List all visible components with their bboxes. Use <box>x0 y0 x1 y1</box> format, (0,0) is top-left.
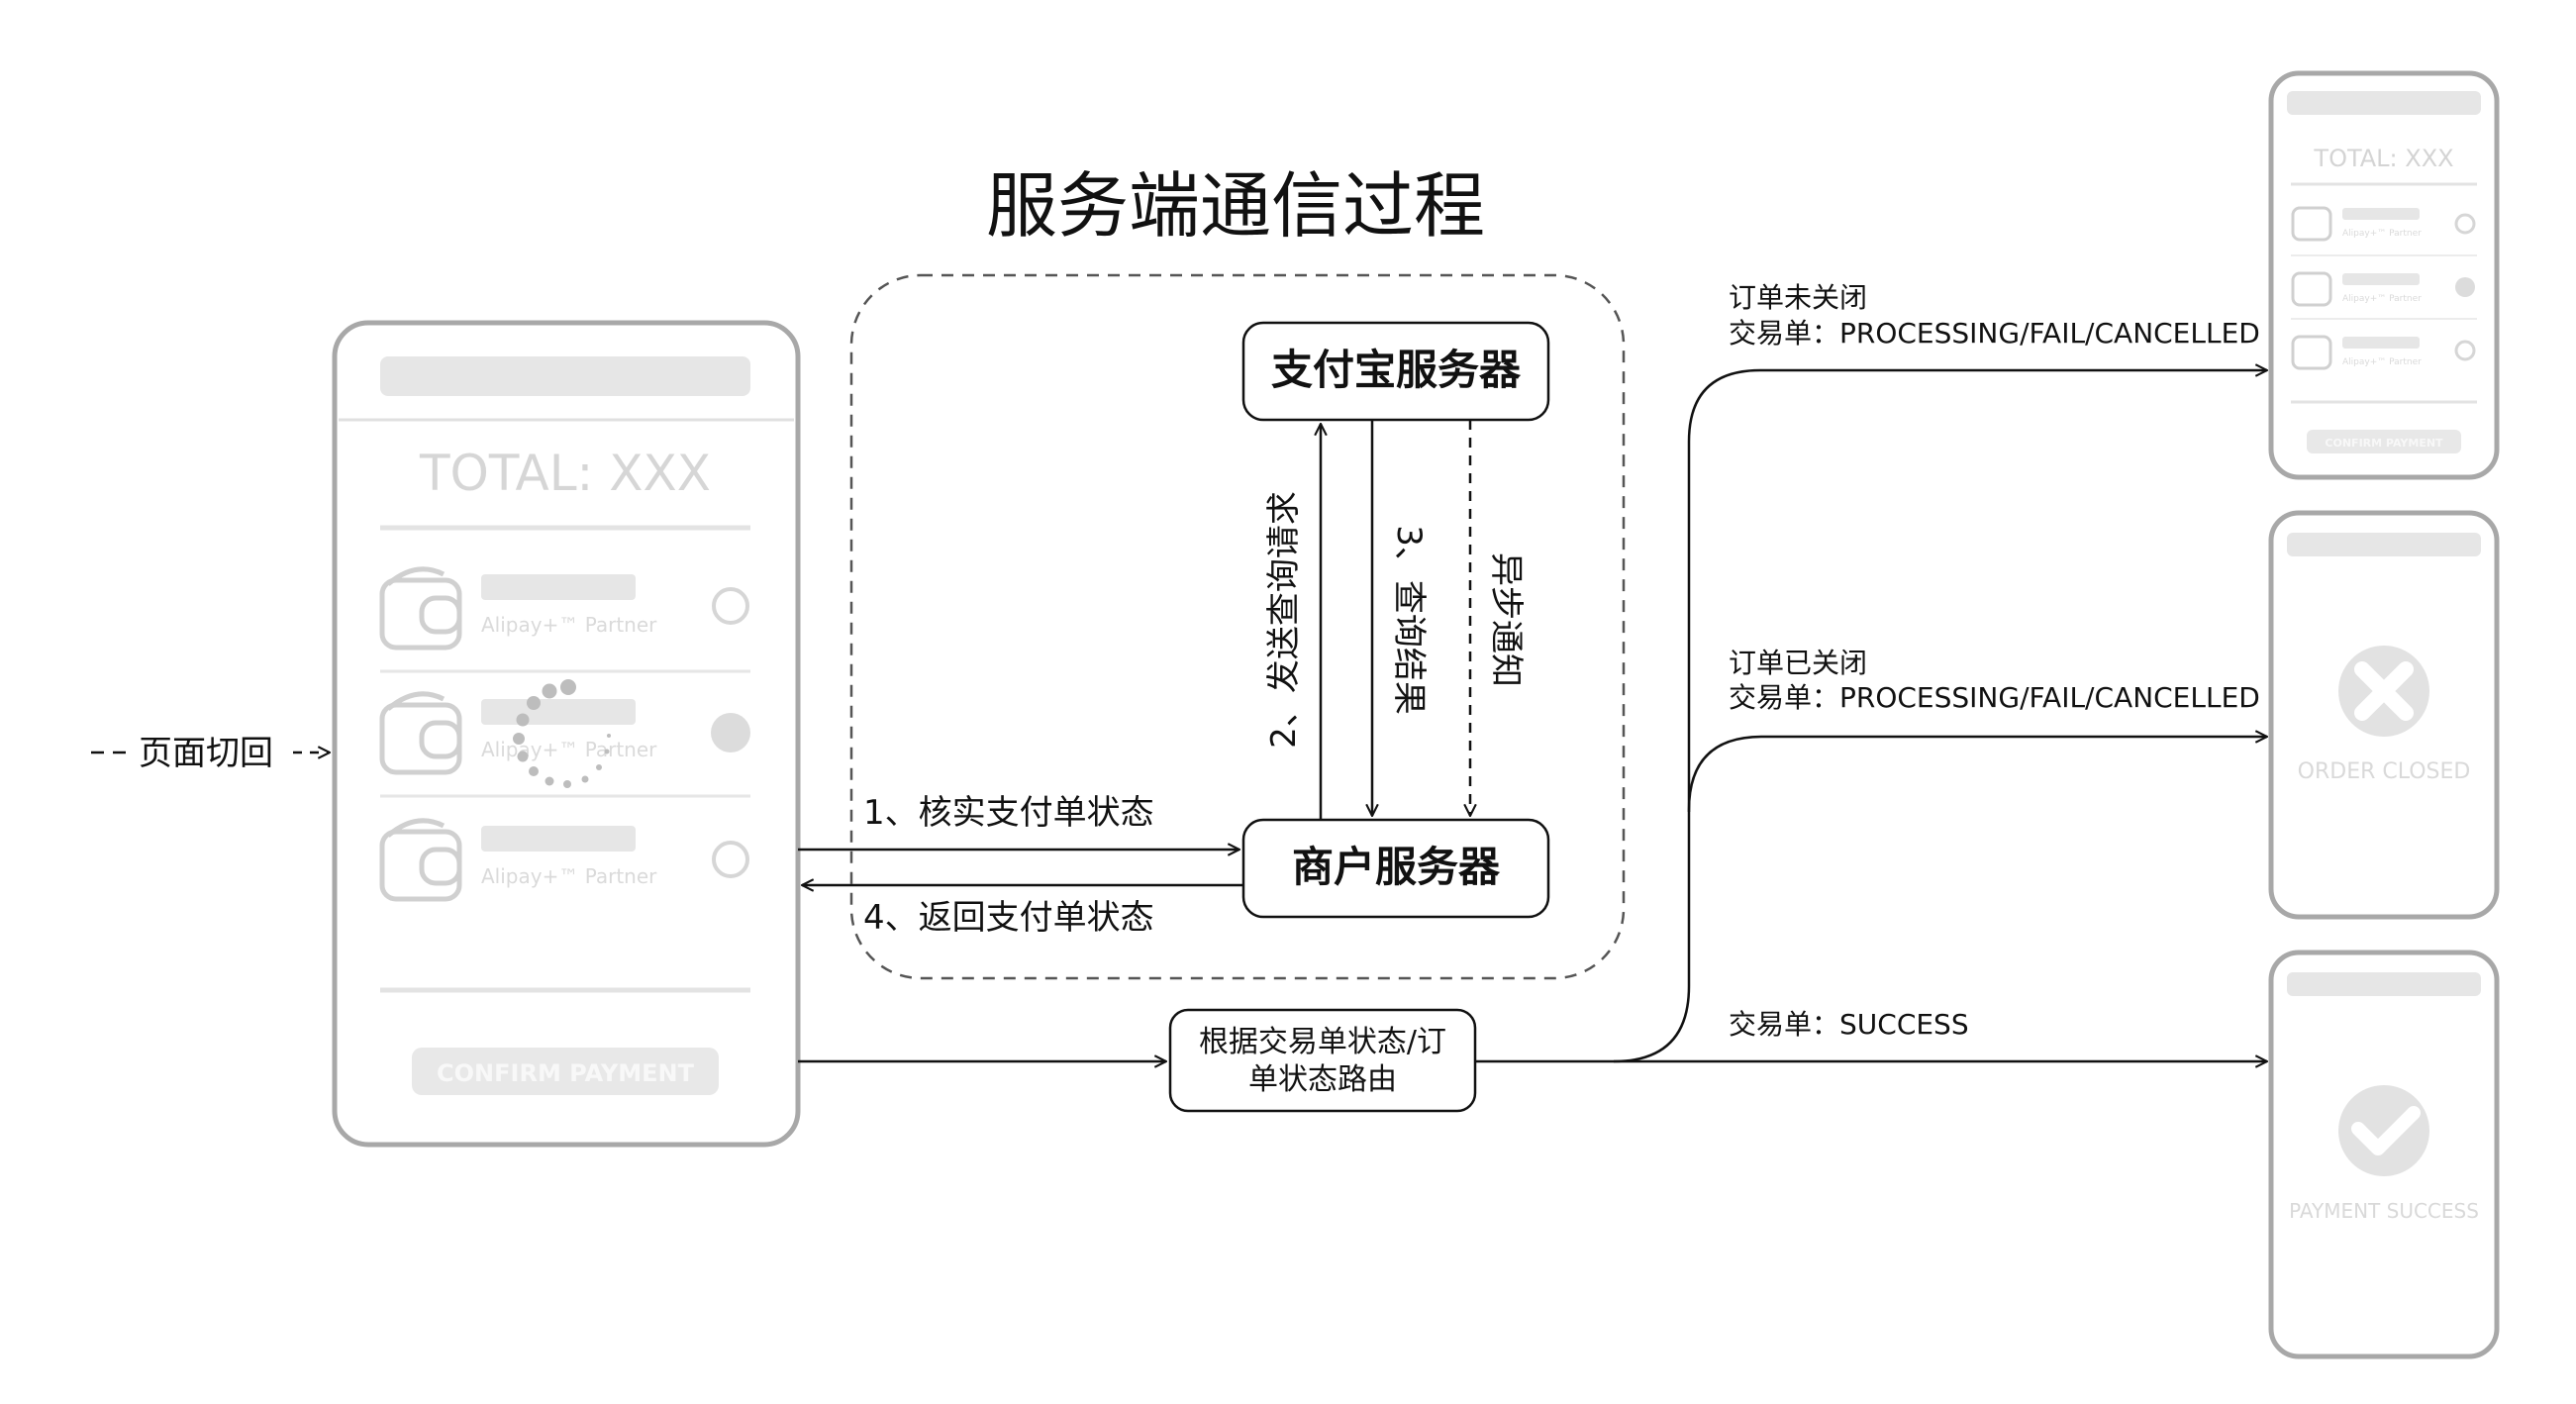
small-partner: Alipay+™ Partner <box>2342 229 2422 239</box>
page-switch-back-label: 页面切回 <box>91 734 330 773</box>
router-label-line1: 根据交易单状态/订 <box>1199 1025 1446 1059</box>
phone-payment-success: PAYMENT SUCCESS <box>2268 950 2500 1359</box>
router-label-line2: 单状态路由 <box>1248 1062 1397 1097</box>
step3-label: 3、查询结果 <box>1389 525 1429 715</box>
branch-success-line1: 交易单：SUCCESS <box>1729 1008 1969 1041</box>
phone-order-open: TOTAL: XXX Alipay+™ Partner Alipay+™ Par… <box>2268 70 2500 480</box>
payment-success-status: PAYMENT SUCCESS <box>2289 1199 2479 1223</box>
branch-open-path <box>1475 370 2267 1063</box>
wallet-radio-2-selected[interactable] <box>711 713 750 752</box>
branch-closed-path <box>1687 737 2267 812</box>
branch-closed-line1: 订单已关闭 <box>1729 647 1867 679</box>
small-partner: Alipay+™ Partner <box>2342 357 2422 367</box>
close-circle-icon <box>2338 646 2429 737</box>
server-side-container <box>849 273 1626 980</box>
step4-label: 4、返回支付单状态 <box>863 898 1154 938</box>
merchant-server-box <box>1241 818 1550 919</box>
total-amount: TOTAL: XXX <box>419 445 711 502</box>
alipay-server-box <box>1241 321 1550 422</box>
wallet-partner-label: Alipay+™ Partner <box>481 864 657 888</box>
branch-open-line1: 订单未关闭 <box>1729 281 1867 314</box>
wallet-partner-label: Alipay+™ Partner <box>481 738 657 761</box>
async-notify-label: 异步通知 <box>1486 552 1526 687</box>
branch-closed-line2: 交易单：PROCESSING/FAIL/CANCELLED <box>1729 681 2260 714</box>
alipay-server-label: 支付宝服务器 <box>1271 346 1522 394</box>
small-partner: Alipay+™ Partner <box>2342 294 2422 304</box>
check-circle-icon <box>2338 1085 2429 1176</box>
wallet-option-3[interactable]: Alipay+™ Partner <box>379 818 749 902</box>
wallet-partner-label: Alipay+™ Partner <box>481 613 657 637</box>
step1-label: 1、核实支付单状态 <box>863 793 1154 833</box>
confirm-payment-button[interactable] <box>412 1048 719 1095</box>
wallet-option-1[interactable]: Alipay+™ Partner <box>379 566 749 651</box>
phone-order-closed: ORDER CLOSED <box>2268 510 2500 920</box>
small-total: TOTAL: XXX <box>2313 145 2453 172</box>
small-confirm-button <box>2307 430 2461 453</box>
branch-open-line2: 交易单：PROCESSING/FAIL/CANCELLED <box>1729 317 2260 350</box>
side-label-text: 页面切回 <box>139 734 273 773</box>
wallet-option-2[interactable]: Alipay+™ Partner <box>379 691 750 775</box>
wallet-radio-3[interactable] <box>712 841 749 878</box>
wallet-radio-1[interactable] <box>712 587 749 625</box>
phone-header-bar <box>380 356 750 396</box>
confirm-payment-label: CONFIRM PAYMENT <box>437 1059 695 1087</box>
merchant-server-label: 商户服务器 <box>1292 843 1501 891</box>
diagram-title: 服务端通信过程 <box>986 164 1485 248</box>
main-phone-mockup: TOTAL: XXX Alipay+™ Partner Alipay+™ Par… <box>332 320 801 1148</box>
small-confirm-label: CONFIRM PAYMENT <box>2325 437 2443 450</box>
order-closed-status: ORDER CLOSED <box>2298 759 2471 784</box>
step2-label: 2、发送查询请求 <box>1264 491 1304 749</box>
loading-spinner-icon <box>513 679 611 788</box>
